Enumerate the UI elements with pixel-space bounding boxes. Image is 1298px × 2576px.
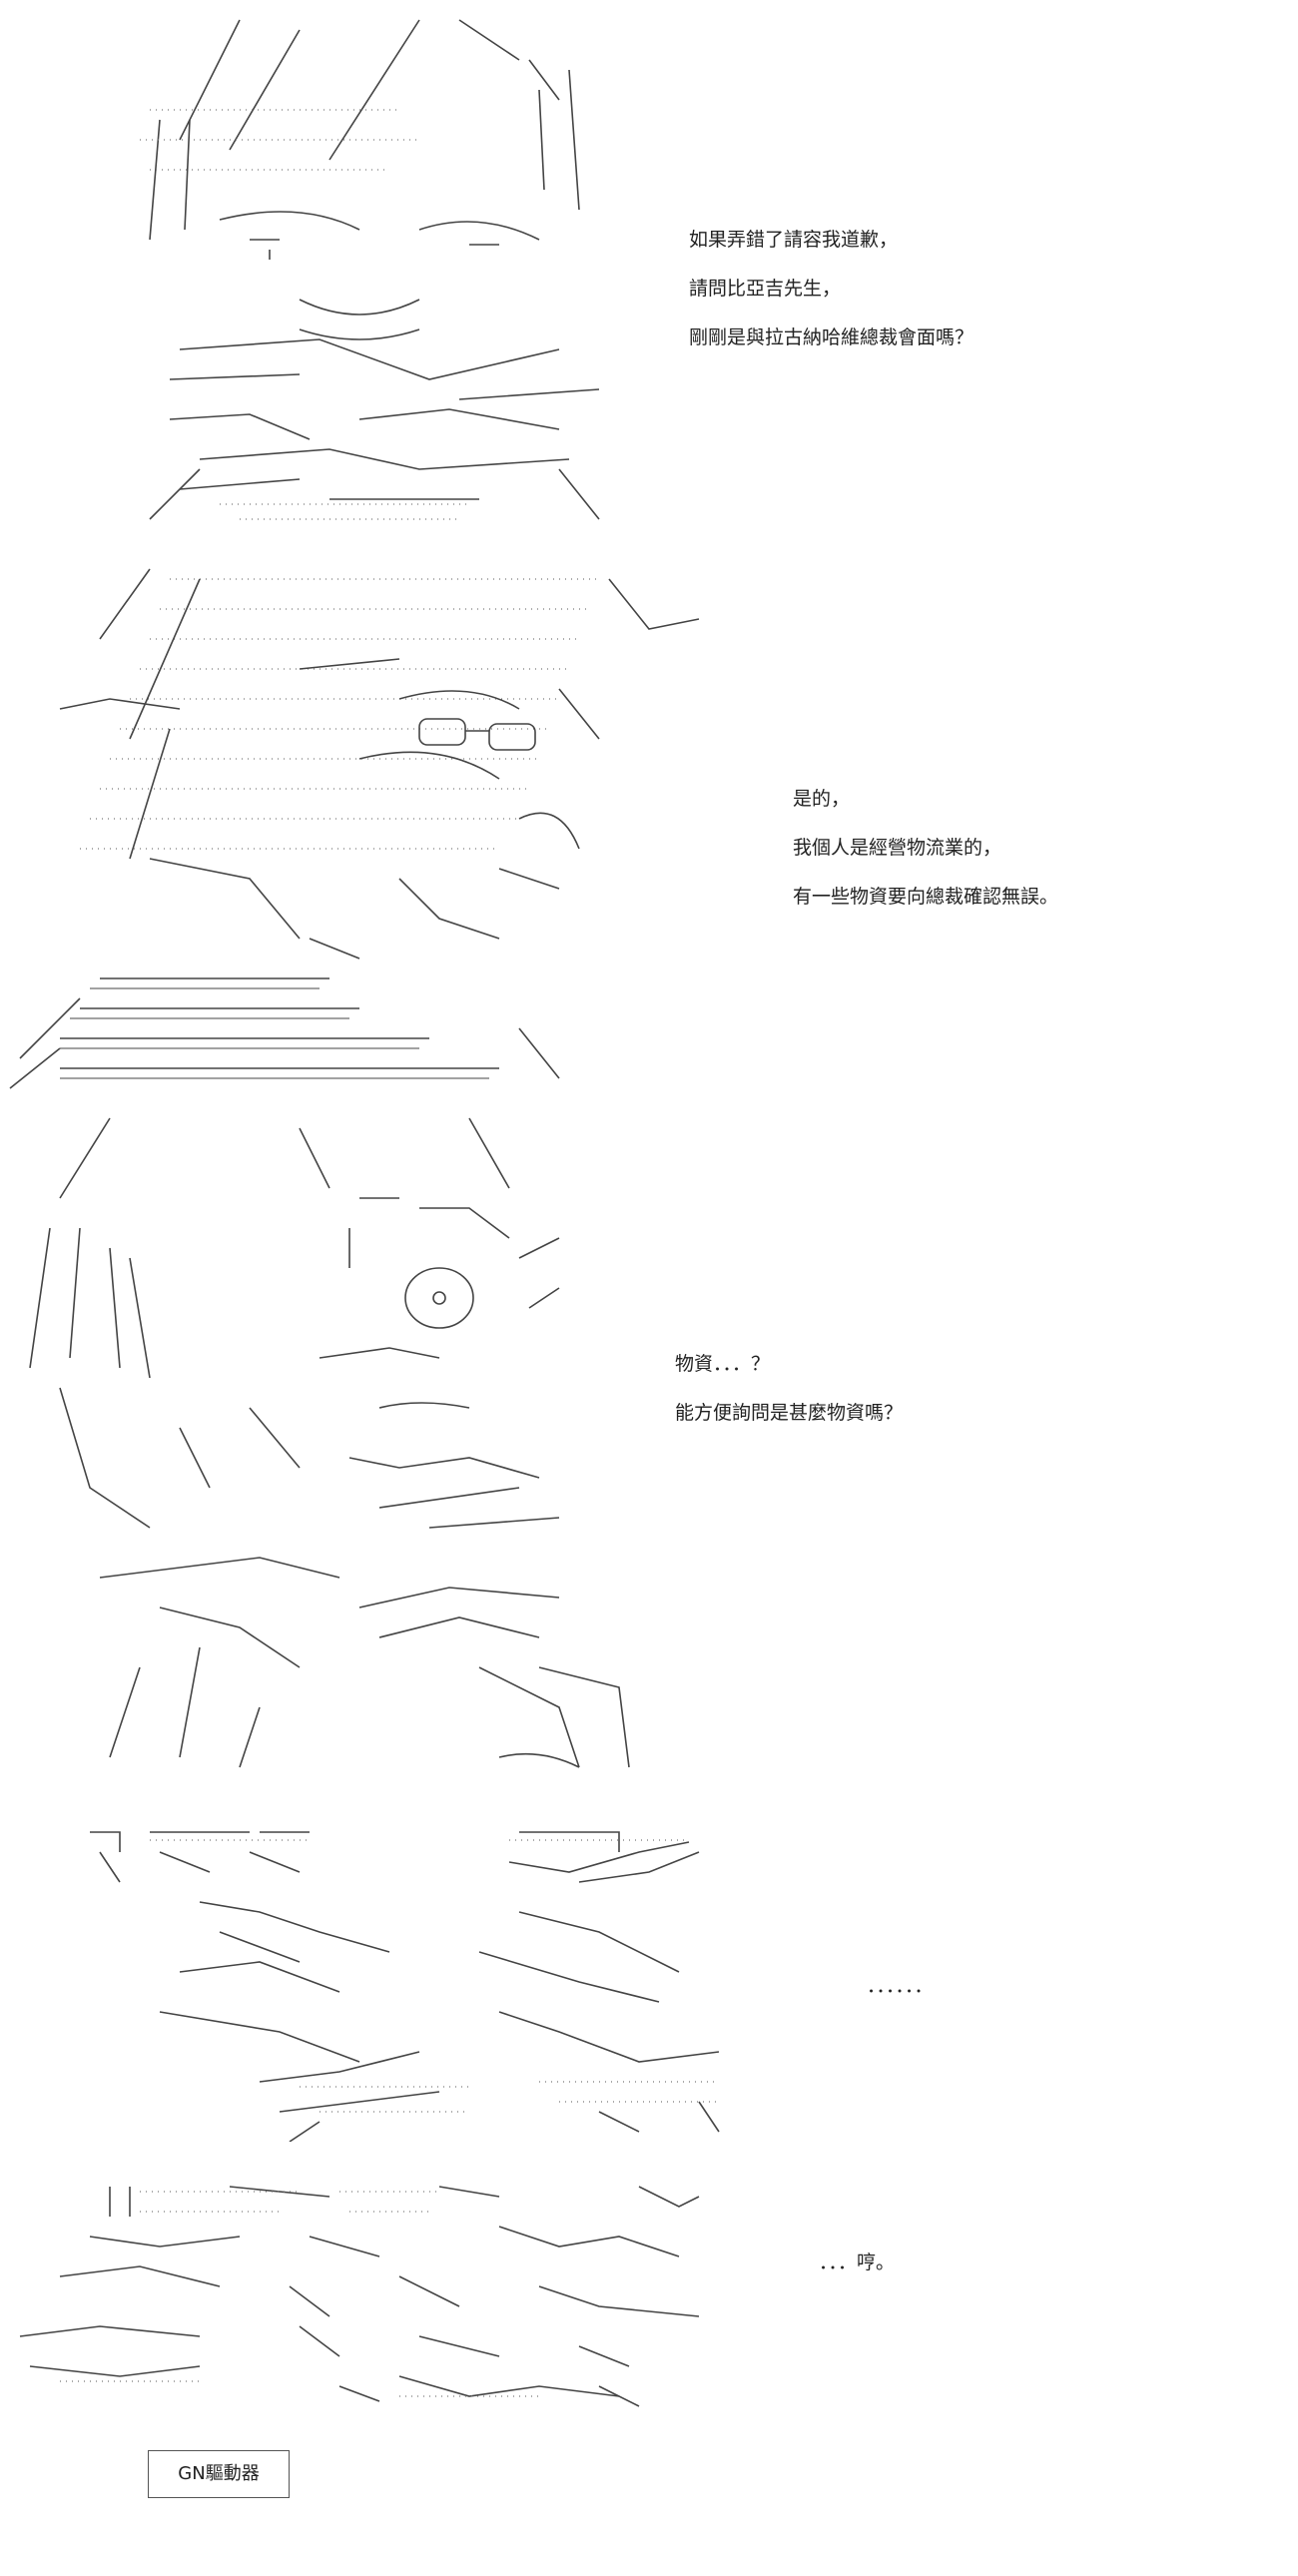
panel-2: 是的， 我個人是經營物流業的， 有一些物資要向總裁確認無誤。: [0, 559, 1298, 1098]
ascii-art-sulking-face-icon: [19, 2186, 700, 2407]
panel-3: 物資．．．？ 能方便詢問是甚麼物資嗎？: [0, 1108, 1298, 1787]
dialog-line: 剛剛是與拉古納哈維總裁會面嗎？: [689, 326, 974, 348]
ascii-art-man-glasses-icon: [9, 568, 700, 1089]
panel-5: ．．．哼。: [0, 2167, 1298, 2416]
dialog-line: 能方便詢問是甚麼物資嗎？: [675, 1402, 904, 1424]
dialog-text: 物資．．．？ 能方便詢問是甚麼物資嗎？: [675, 1340, 903, 1438]
dialog-line: 物資．．．？: [675, 1353, 771, 1375]
dialog-text: 如果弄錯了請容我道歉， 請問比亞吉先生， 剛剛是與拉古納哈維總裁會面嗎？: [689, 216, 974, 362]
dialog-line: ．．．哼。: [819, 2252, 896, 2273]
caption-label: GN驅動器: [148, 2450, 290, 2498]
dialog-line: 有一些物資要向總裁確認無誤。: [793, 886, 1059, 908]
dialog-text: ．．．．．．: [867, 1962, 934, 2011]
dialog-line: 如果弄錯了請容我道歉，: [689, 229, 899, 251]
ascii-art-eyes-closeup-icon: [90, 1831, 720, 2142]
dialog-text: ．．．哼。: [819, 2239, 895, 2287]
dialog-line: 我個人是經營物流業的，: [793, 837, 1002, 859]
dialog-line: 是的，: [793, 788, 851, 810]
dialog-line: 請問比亞吉先生，: [689, 278, 842, 300]
panel-1: 如果弄錯了請容我道歉， 請問比亞吉先生， 剛剛是與拉古納哈維總裁會面嗎？: [0, 0, 1298, 539]
dialog-line: ．．．．．．: [867, 1975, 934, 1997]
panel-4: ．．．．．．: [0, 1812, 1298, 2142]
dialog-text: 是的， 我個人是經營物流業的， 有一些物資要向總裁確認無誤。: [793, 775, 1058, 922]
ascii-art-girl-surprised-icon: [29, 1117, 630, 1768]
ascii-art-girl-headband-icon: [140, 19, 600, 520]
